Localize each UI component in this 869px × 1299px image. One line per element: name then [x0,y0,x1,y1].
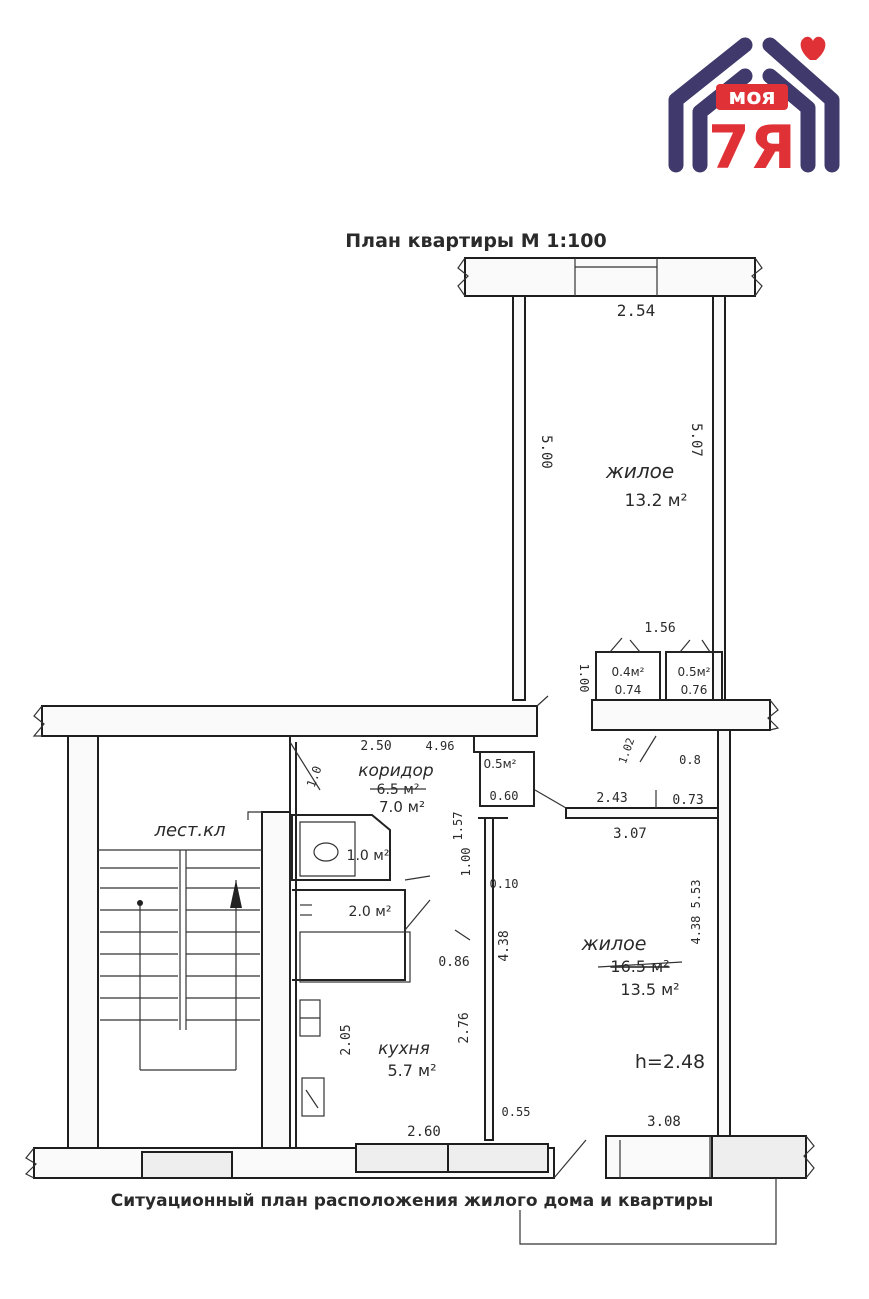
dim-kitchen-side: 1.00 [459,848,473,877]
dim-right-small: 0.8 [679,753,701,767]
dim-corr-len: 4.96 [426,739,455,753]
dim-corr-side: 1.57 [451,812,465,841]
living-right-name: жилое [581,933,647,955]
brand-logo: моя 7Я [668,36,840,183]
dim-bottom-kitchen: 2.60 [407,1124,441,1140]
living-top-right-wall [712,295,726,701]
wc-area: 1.0 м² [347,848,390,864]
kitchen-area: 5.7 м² [387,1061,436,1080]
dim-top-width: 2.54 [617,301,656,320]
closet-a-width: 0.74 [615,683,642,697]
logo-word: моя [728,85,775,110]
closet-a-area: 0.4м² [612,665,645,679]
top-wall [457,257,763,297]
dim-right-len: 5.07 [688,423,704,457]
closet-b-width: 0.76 [681,683,708,697]
plan-title: План квартиры М 1:100 [345,230,606,252]
bottom-wall [24,1135,815,1245]
dim-door-w: 0.86 [438,955,469,970]
dim-closets-width: 1.56 [644,621,675,636]
dim-door-gap: 0.10 [490,877,519,891]
dim-mid-a: 2.43 [596,791,627,806]
dim-niche-w: 0.60 [490,789,519,803]
plan-footer: Ситуационный план расположения жилого до… [111,1191,713,1211]
dim-diag-small: 1.02 [616,736,637,765]
right-outer-wall [717,729,731,1137]
kitchen-name: кухня [378,1039,430,1059]
dim-corr-w: 2.50 [360,739,391,754]
stairwell [67,735,291,1149]
living-right-area-struck: 16.5 м² [610,957,669,976]
dim-bottom-room: 3.08 [647,1114,681,1130]
living-top-area: 13.2 м² [625,491,688,511]
closet-b-area: 0.5м² [678,665,711,679]
middle-wall [32,695,780,737]
height-note: h=2.48 [635,1051,705,1073]
kitchen-fixtures [299,999,325,1117]
stair-steps [100,850,260,1071]
dim-bottom-gap: 0.55 [502,1105,531,1119]
stairs-name: лест.кл [153,820,225,841]
corridor-area-struck: 6.5 м² [377,782,420,798]
dim-room-w: 3.07 [613,826,647,842]
niche-area: 0.5м² [484,757,517,771]
dim-wall-thk: 1.00 [577,664,591,693]
dim-kitchen-len: 2.76 [457,1012,472,1043]
dim-right-len2: 4.38 5.53 [689,879,703,944]
corridor-name: коридор [358,761,434,781]
dim-mid-len: 4.38 [497,930,512,961]
dim-mid-b: 0.73 [672,793,703,808]
living-top-left-wall [512,295,526,701]
bathroom-fixtures [291,814,471,983]
living-right-area: 13.5 м² [620,980,679,999]
logo-word-badge [716,84,788,110]
interior-walls [289,735,719,1148]
heart-icon [800,36,826,60]
dim-corr-diag: 1.0 [304,764,325,789]
living-top-name: жилое [605,459,674,483]
bath-area: 2.0 м² [349,904,392,920]
logo-mark: 7Я [708,113,796,183]
dim-left-len: 5.00 [538,435,554,469]
corridor-area: 7.0 м² [379,798,425,816]
dim-kitchen-w2: 2.05 [339,1024,354,1055]
logo-house-icon [668,37,840,173]
